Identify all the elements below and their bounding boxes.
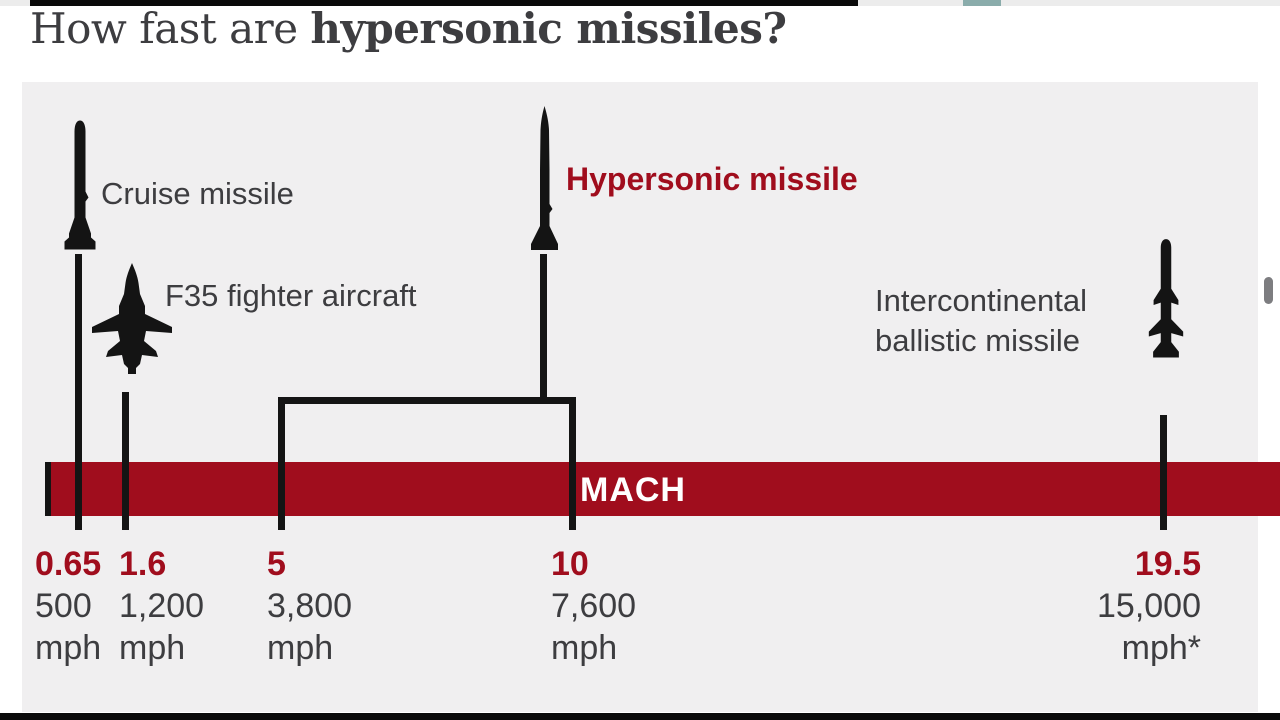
speed-value: 7,600 xyxy=(551,587,637,625)
mach-value: 5 xyxy=(267,545,286,583)
speed-value: 15,000 xyxy=(1097,587,1201,625)
icbm-label-line1: Intercontinental xyxy=(875,283,1087,318)
speed-value: 3,800 xyxy=(267,587,353,625)
speed-unit: mph xyxy=(267,629,334,667)
title-regular-part: How fast are xyxy=(30,4,311,53)
icbm-label: Intercontinental ballistic missile xyxy=(875,281,1087,361)
scrollbar-thumb[interactable] xyxy=(1264,277,1273,304)
mach-scale-label: MACH xyxy=(580,471,686,509)
marker-cruise: 0.65 500 mph xyxy=(35,543,101,669)
mach-value: 0.65 xyxy=(35,545,102,583)
progress-played-segment xyxy=(30,0,858,6)
marker-f35: 1.6 1,200 mph xyxy=(119,543,204,669)
icbm-marker-line xyxy=(1160,415,1167,530)
mach-scale-bar xyxy=(51,462,1280,516)
mach-value: 1.6 xyxy=(119,545,167,583)
f35-aircraft-label: F35 fighter aircraft xyxy=(165,278,417,313)
title-bold-part: hypersonic missiles? xyxy=(310,4,787,53)
speed-value: 500 xyxy=(35,587,92,625)
speed-unit: mph xyxy=(551,629,618,667)
hypersonic-stem-line xyxy=(540,254,547,404)
hypersonic-missile-icon xyxy=(527,106,563,256)
mach-bar-start-tick xyxy=(45,462,51,516)
cruise-missile-label: Cruise missile xyxy=(101,176,294,211)
mach-value: 19.5 xyxy=(1134,545,1201,583)
f35-aircraft-icon xyxy=(90,261,174,387)
hypersonic-range-bracket xyxy=(278,397,576,404)
video-progress-bar[interactable] xyxy=(0,0,1280,6)
speed-unit: mph* xyxy=(1121,629,1201,667)
cruise-marker-line xyxy=(75,254,82,530)
speed-unit: mph xyxy=(119,629,186,667)
mach-value: 10 xyxy=(551,545,589,583)
f35-marker-line xyxy=(122,392,129,530)
speed-value: 1,200 xyxy=(119,587,205,625)
infographic-panel xyxy=(22,82,1258,712)
icbm-icon xyxy=(1145,236,1187,372)
mach5-marker-line xyxy=(278,398,285,530)
marker-mach10: 10 7,600 mph xyxy=(551,543,636,669)
speed-unit: mph xyxy=(35,629,102,667)
page-title: How fast are hypersonic missiles? xyxy=(30,4,787,53)
marker-mach5: 5 3,800 mph xyxy=(267,543,352,669)
marker-icbm: 19.5 15,000 mph* xyxy=(1097,543,1201,669)
cruise-missile-icon xyxy=(62,119,98,256)
mach10-marker-line xyxy=(569,398,576,530)
hypersonic-missile-label: Hypersonic missile xyxy=(566,161,858,197)
bottom-letterbox-bar xyxy=(0,713,1280,720)
progress-marker xyxy=(963,0,1001,6)
icbm-label-line2: ballistic missile xyxy=(875,323,1080,358)
